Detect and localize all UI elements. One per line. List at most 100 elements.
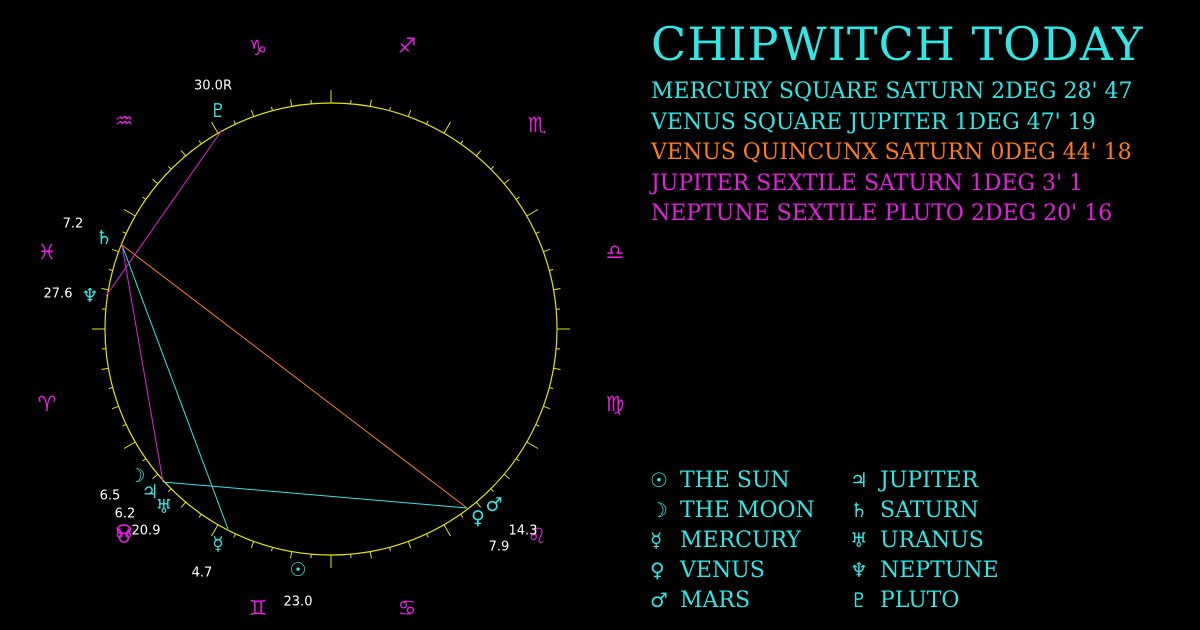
- planet-layer: ♇30.0R♄7.2♆27.6☽6.5♃6.2♅☊20.9☿4.7☉23.0♀7…: [44, 79, 538, 610]
- venus-icon: ♀: [650, 558, 665, 582]
- wheel-tick: [211, 524, 219, 537]
- moon-degree-label: 6.5: [100, 489, 121, 504]
- wheel-tick: [369, 99, 372, 107]
- neptune-icon: ♆: [850, 558, 868, 582]
- uranus-icon: ♅: [850, 528, 868, 552]
- wheel-tick: [152, 473, 159, 480]
- wheel-tick: [122, 231, 127, 234]
- wheel-tick: [389, 106, 392, 111]
- mercury-degree-label: 4.7: [192, 566, 213, 581]
- saturn-icon: ♄: [95, 227, 112, 249]
- wheel-tick: [108, 268, 113, 271]
- wheel-tick: [526, 441, 539, 449]
- wheel-tick: [270, 547, 273, 552]
- wheel-tick: [168, 166, 172, 170]
- wheel-tick: [553, 288, 561, 291]
- mars-icon: ♂: [485, 494, 502, 516]
- aspect-line-saturn-venus: [121, 244, 468, 509]
- aspect-lines: [105, 129, 468, 530]
- legend-label: THE SUN: [680, 468, 790, 493]
- aspect-line-jupiter-venus: [162, 481, 468, 509]
- wheel-tick: [443, 524, 451, 537]
- moon-icon: ☽: [128, 465, 145, 487]
- jupiter-icon: ♃: [141, 481, 158, 503]
- node-degree-label: 20.9: [132, 524, 161, 539]
- uranus-icon: ♅: [155, 496, 172, 518]
- pluto-degree-label: 30.0R: [194, 79, 232, 94]
- wheel-tick: [111, 405, 119, 410]
- legend-item-mercury: ☿ MERCURY: [650, 525, 815, 555]
- legend-label: SATURN: [880, 498, 979, 523]
- wheel-tick: [389, 547, 392, 552]
- legend-item-mars: ♂MARS: [650, 585, 815, 615]
- wheel-tick: [290, 551, 293, 559]
- wheel-tick: [101, 288, 109, 291]
- wheel-tick: [490, 166, 494, 170]
- wheel-tick: [250, 109, 255, 117]
- jupiter-degree-label: 6.2: [115, 507, 136, 522]
- wheel-tick: [211, 121, 219, 134]
- wheel-tick: [490, 488, 494, 492]
- aspect-line-neptune-pluto: [105, 129, 223, 297]
- legend-item-pluto: ♇PLUTO: [850, 585, 999, 615]
- saturn-degree-label: 7.2: [63, 217, 84, 232]
- zodiac-ring: ♑♐♏♎♍♌♋♊♉♈♓♒: [38, 34, 625, 620]
- page-title: CHIPWITCH TODAY: [651, 17, 1144, 71]
- wheel-tick: [526, 209, 539, 217]
- wheel-tick: [369, 551, 372, 559]
- wheel-tick: [549, 268, 554, 271]
- aspect-line-saturn-mercury: [121, 244, 229, 530]
- wheel-tick: [198, 140, 202, 145]
- node-icon: ☊: [116, 521, 133, 543]
- zodiac-aquarius-icon: ♒: [115, 109, 134, 133]
- legend-label: THE MOON: [680, 498, 815, 523]
- zodiac-libra-icon: ♎: [606, 240, 625, 264]
- wheel-tick: [426, 533, 429, 538]
- wheel-tick: [180, 150, 187, 157]
- legend-item-neptune: ♆NEPTUNE: [850, 555, 999, 585]
- legend-item-jupiter: ♃ JUPITER: [850, 465, 999, 495]
- wheel-tick: [180, 501, 187, 508]
- mercury-icon: ☿: [212, 533, 224, 555]
- wheel-tick: [270, 106, 273, 111]
- neptune-degree-label: 27.6: [44, 287, 73, 302]
- wheel-tick: [123, 441, 136, 449]
- wheel-tick: [543, 248, 551, 253]
- aspect-line-saturn-jupiter: [121, 244, 164, 483]
- wheel-tick: [250, 541, 255, 549]
- legend-item-the-sun: ☉ THE SUN: [650, 465, 815, 495]
- mars-icon: ♂: [650, 588, 668, 612]
- wheel-tick: [152, 178, 159, 185]
- legend-label: URANUS: [880, 528, 984, 553]
- venus-icon: ♀: [471, 507, 485, 529]
- wheel-tick: [503, 178, 510, 185]
- sun-icon: ☉: [650, 468, 668, 492]
- legend-label: MERCURY: [680, 528, 801, 553]
- legend-label: VENUS: [680, 558, 765, 583]
- legend-label: PLUTO: [880, 588, 960, 613]
- venus-degree-label: 7.9: [489, 540, 510, 555]
- wheel-ticks: [92, 90, 570, 568]
- chart-wheel: ♑♐♏♎♍♌♋♊♉♈♓♒ ♇30.0R♄7.2♆27.6☽6.5♃6.2♅☊20…: [38, 34, 625, 620]
- legend-item-uranus: ♅ URANUS: [850, 525, 999, 555]
- zodiac-virgo-icon: ♍: [606, 392, 625, 416]
- wheel-tick: [407, 109, 412, 117]
- wheel-tick: [460, 140, 464, 145]
- wheel-tick: [108, 387, 113, 390]
- zodiac-taurus-icon: ♉: [115, 524, 134, 548]
- wheel-tick: [123, 209, 136, 217]
- wheel-tick: [101, 367, 109, 370]
- wheel-tick: [122, 424, 127, 427]
- mercury-icon: ☿: [650, 528, 663, 552]
- wheel-tick: [111, 248, 119, 253]
- wheel-tick: [503, 473, 510, 480]
- zodiac-gemini-icon: ♊: [249, 596, 268, 620]
- wheel-circle: [104, 102, 558, 556]
- legend-label: JUPITER: [880, 468, 979, 493]
- moon-icon: ☽: [650, 498, 668, 522]
- wheel-tick: [475, 150, 482, 157]
- wheel-tick: [443, 121, 451, 134]
- neptune-icon: ♆: [81, 285, 98, 307]
- jupiter-icon: ♃: [850, 468, 868, 492]
